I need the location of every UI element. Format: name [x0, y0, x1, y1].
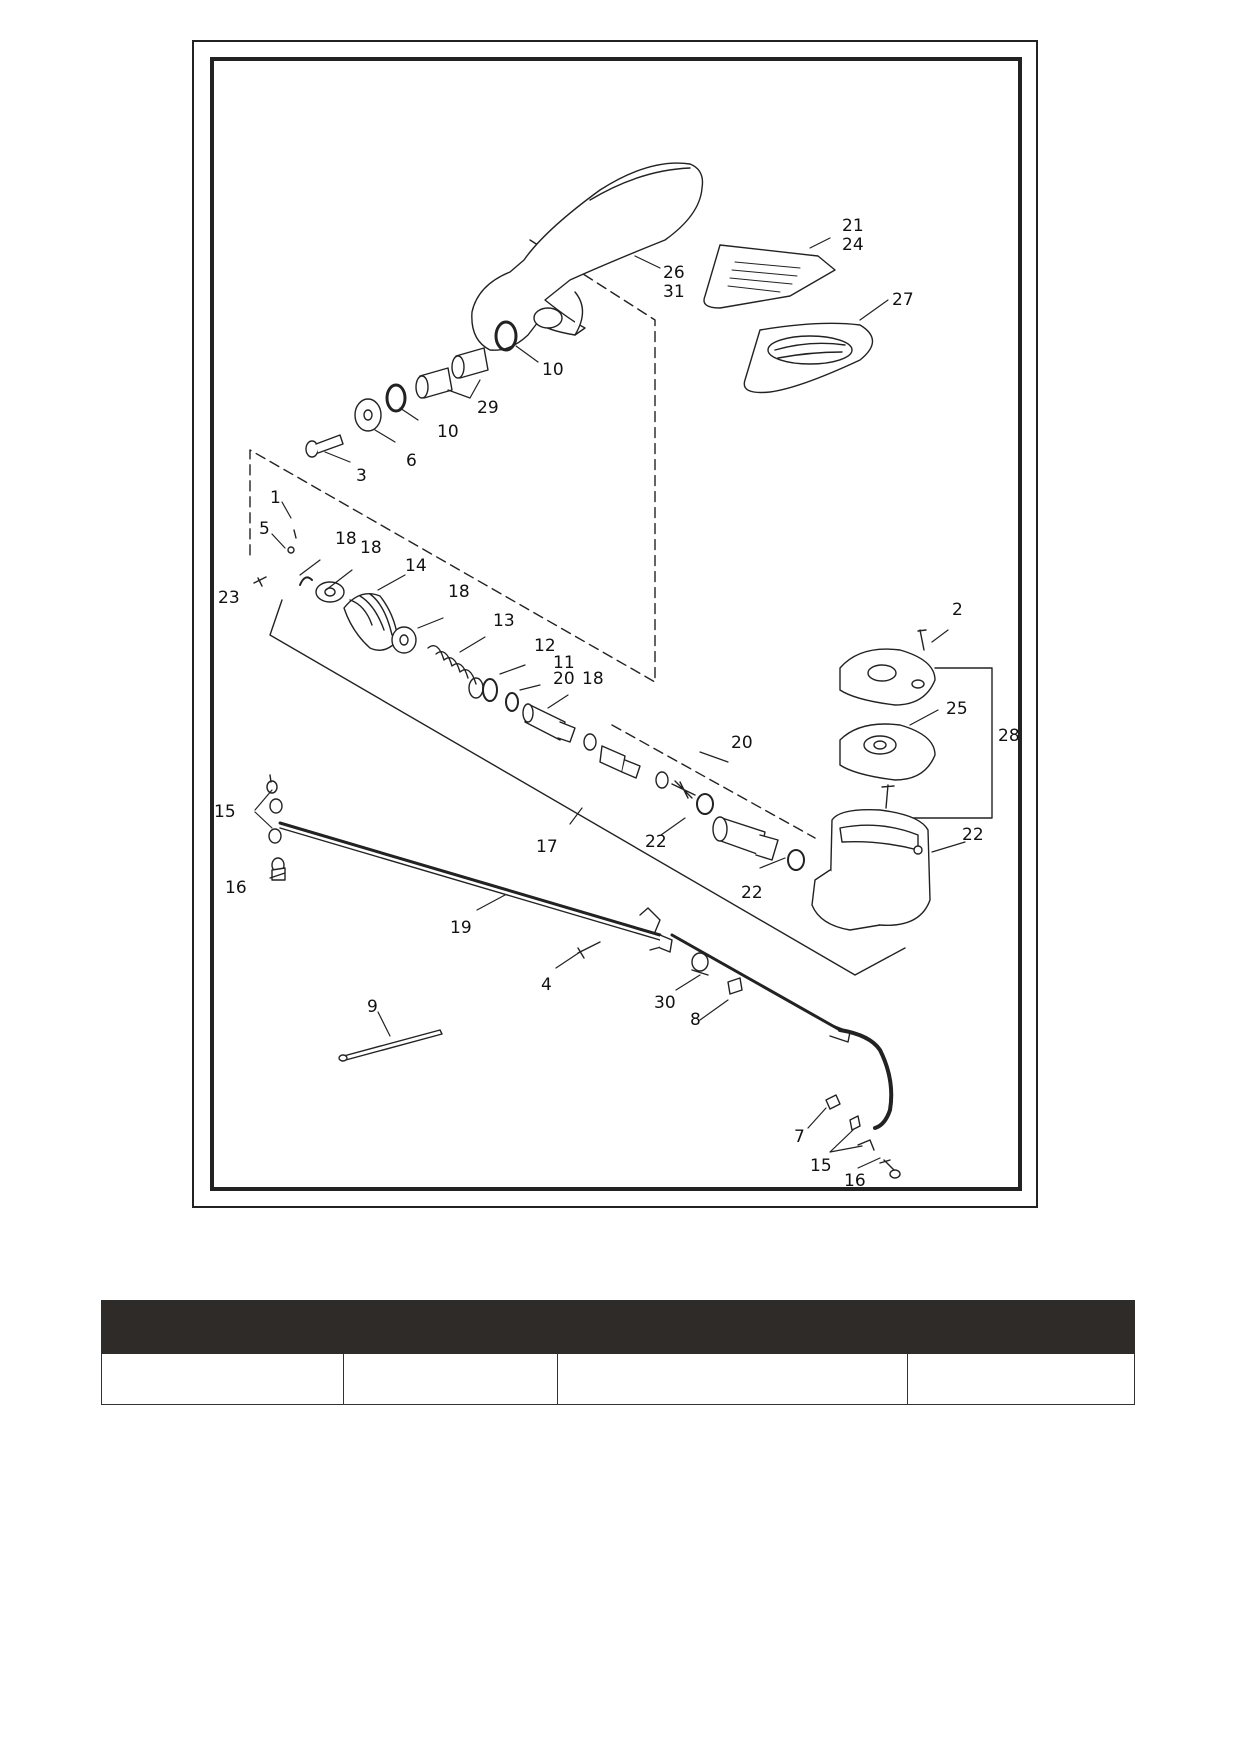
callout-15-left: 15 [214, 802, 236, 822]
circlip-18 [299, 576, 313, 586]
hose-fittings-lower [825, 1094, 901, 1179]
callout-26: 26 [663, 263, 685, 283]
callout-23: 23 [218, 588, 240, 608]
callout-30: 30 [654, 993, 676, 1013]
table-header-3 [557, 1300, 908, 1354]
callout-22-c: 22 [741, 883, 763, 903]
master-cylinder-body [811, 809, 931, 931]
table-cell [557, 1353, 908, 1405]
callout-20-b: 20 [731, 733, 753, 753]
callout-18-c: 18 [448, 582, 470, 602]
callout-5: 5 [259, 519, 270, 539]
bracket-28 [899, 667, 993, 819]
o-ring-10-lower [385, 383, 407, 413]
ring-22-b [787, 849, 805, 871]
table-cell [343, 1353, 558, 1405]
callout-17: 17 [536, 837, 558, 857]
callout-18-b: 18 [360, 538, 382, 558]
table-header-1 [101, 1300, 344, 1354]
callout-22-a: 22 [962, 825, 984, 845]
callout-4: 4 [541, 975, 552, 995]
table-header-2 [343, 1300, 558, 1354]
part-23 [253, 576, 267, 587]
callout-31: 31 [663, 282, 685, 302]
assembly-guide-lines [249, 239, 816, 839]
callout-7: 7 [794, 1127, 805, 1147]
part-1 [293, 529, 297, 539]
washers-15-16-left [266, 774, 286, 881]
part-5 [287, 546, 295, 554]
rubber-pad-27 [743, 322, 874, 394]
callout-18-a: 18 [335, 529, 357, 549]
callout-labels: 26 31 21 24 27 10 29 10 6 3 1 5 18 18 14… [214, 216, 1020, 1191]
clevis-linkage [639, 907, 743, 995]
leader-lines [254, 237, 966, 1169]
washer-6 [354, 398, 382, 432]
callout-2: 2 [952, 600, 963, 620]
callout-6: 6 [406, 451, 417, 471]
parts-table [101, 1300, 1135, 1405]
table-cell [907, 1353, 1135, 1405]
callout-24: 24 [842, 235, 864, 255]
piston-assembly [712, 816, 779, 861]
piston-20 [522, 703, 576, 743]
o-ring-10-upper [494, 320, 518, 352]
callout-29: 29 [477, 398, 499, 418]
callout-22-b: 22 [645, 832, 667, 852]
brake-pedal-arm [471, 162, 704, 351]
callout-16-right: 16 [844, 1171, 866, 1191]
brake-rod-19 [278, 821, 669, 951]
ring-12 [482, 678, 498, 702]
brake-hose [670, 933, 894, 1130]
washer-18c [391, 626, 417, 654]
valve-parts-20 [583, 733, 696, 799]
callout-19: 19 [450, 918, 472, 938]
ring-11 [505, 692, 519, 712]
callout-12: 12 [534, 636, 556, 656]
split-pin-9 [338, 1029, 443, 1062]
reservoir-cap [839, 648, 936, 706]
dust-boot-14 [343, 593, 399, 651]
screw-2 [917, 629, 927, 651]
screw-lower [881, 784, 895, 809]
diaphragm-25 [839, 723, 936, 781]
bolt-3 [305, 434, 344, 458]
callout-10-lower: 10 [437, 422, 459, 442]
callout-3: 3 [356, 466, 367, 486]
callout-16-left: 16 [225, 878, 247, 898]
callout-21: 21 [842, 216, 864, 236]
callout-9: 9 [367, 997, 378, 1017]
callout-13: 13 [493, 611, 515, 631]
callout-14: 14 [405, 556, 427, 576]
callout-10-upper: 10 [542, 360, 564, 380]
callout-8: 8 [690, 1010, 701, 1030]
callout-27: 27 [892, 290, 914, 310]
table-header-4 [907, 1300, 1135, 1354]
callout-1: 1 [270, 488, 281, 508]
table-row [101, 1353, 1135, 1405]
ring-22-a [696, 793, 714, 815]
diagram-inner-frame [210, 57, 1022, 1191]
diagram-outer-frame [192, 40, 1038, 1208]
callout-15-right: 15 [810, 1156, 832, 1176]
callout-28: 28 [998, 726, 1020, 746]
washer-18a [315, 581, 345, 603]
spring-13 [427, 645, 484, 699]
callout-20-a: 20 [553, 669, 575, 689]
bolt-4 [577, 941, 601, 959]
callout-18-d: 18 [582, 669, 604, 689]
table-header-row [101, 1300, 1135, 1354]
callout-11: 11 [553, 653, 575, 673]
callout-25: 25 [946, 699, 968, 719]
bushings-29 [415, 347, 489, 399]
pedal-pad-21-24 [703, 244, 836, 309]
table-cell [101, 1353, 344, 1405]
assembly-outline [269, 599, 906, 976]
